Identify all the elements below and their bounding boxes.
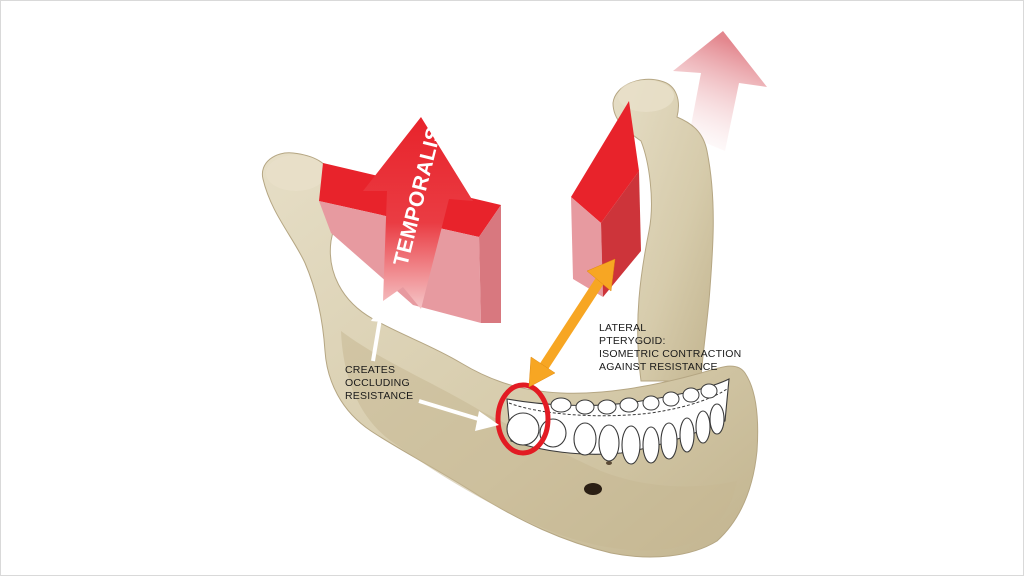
lateral-label-line1: LATERAL — [599, 322, 646, 334]
right-condyle — [618, 80, 674, 112]
teeth-row — [506, 378, 730, 465]
right-ramus-bone — [612, 78, 714, 382]
creates-label-line2: OCCLUDING — [345, 377, 410, 389]
occluding-arrows — [371, 301, 499, 431]
lateral-label-line4: AGAINST RESISTANCE — [599, 361, 718, 373]
temporalis-arrow: TEMPORALIS — [363, 117, 473, 309]
lateral-label-line3: ISOMETRIC CONTRACTION — [599, 348, 741, 360]
mental-foramen — [584, 483, 602, 495]
lateral-pterygoid-arrow — [528, 258, 616, 388]
small-foramen — [606, 461, 612, 465]
creates-label-line3: RESISTANCE — [345, 390, 413, 402]
lateral-pterygoid-block — [571, 101, 641, 297]
creates-label-line1: CREATES — [345, 364, 395, 376]
molar-highlight-circle — [495, 382, 551, 456]
lateral-label-line2: PTERYGOID: — [599, 335, 666, 347]
left-condyle — [266, 155, 326, 191]
mandible-shading — [341, 331, 737, 551]
fading-muscle-arrow — [673, 31, 767, 151]
